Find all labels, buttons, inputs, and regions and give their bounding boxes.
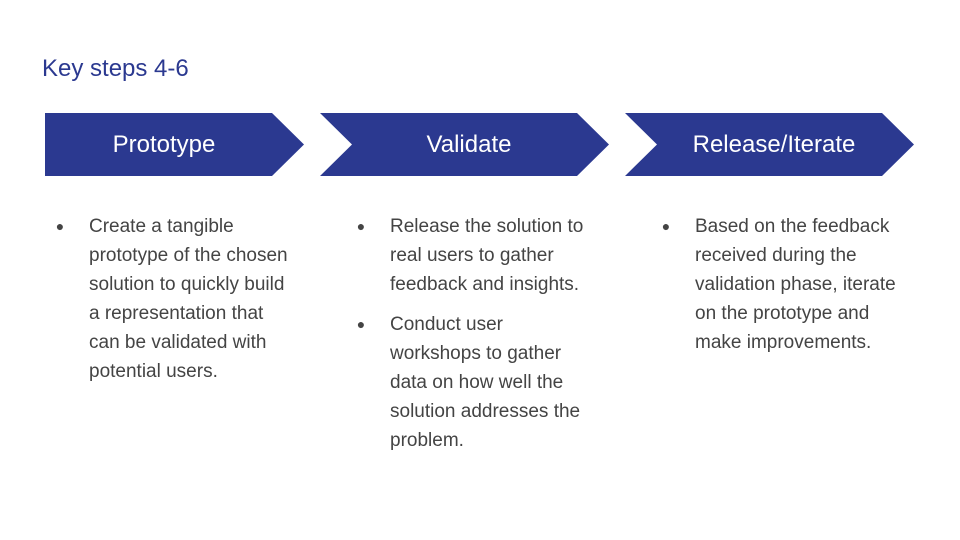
- bullet-text: Release the solution to real users to ga…: [390, 216, 584, 295]
- list-item: ● Release the solution to real users to …: [354, 212, 586, 299]
- step-label-validate: Validate: [426, 131, 512, 158]
- bullet-list-prototype: ● Create a tangible prototype of the cho…: [53, 212, 293, 397]
- bullet-text: Conduct user workshops to gather data on…: [390, 314, 581, 451]
- bullet-text: Create a tangible prototype of the chose…: [89, 216, 288, 382]
- arrow-shape-release-iterate: [625, 113, 914, 176]
- list-item: ● Create a tangible prototype of the cho…: [53, 212, 293, 386]
- arrow-shape-prototype: [45, 113, 304, 176]
- bullet-list-release-iterate: ● Based on the feedback received during …: [659, 212, 899, 368]
- arrow-shape-validate: [320, 113, 609, 176]
- bullet-dot-icon: ●: [356, 316, 366, 332]
- list-item: ● Conduct user workshops to gather data …: [354, 310, 586, 455]
- bullet-dot-icon: ●: [55, 218, 65, 234]
- list-item: ● Based on the feedback received during …: [659, 212, 899, 357]
- slide-title: Key steps 4-6: [42, 55, 189, 82]
- step-label-release-iterate: Release/Iterate: [692, 131, 856, 158]
- bullet-dot-icon: ●: [356, 218, 366, 234]
- step-label-prototype: Prototype: [112, 131, 216, 158]
- bullet-text: Based on the feedback received during th…: [695, 216, 896, 353]
- bullet-dot-icon: ●: [661, 218, 671, 234]
- bullet-list-validate: ● Release the solution to real users to …: [354, 212, 586, 466]
